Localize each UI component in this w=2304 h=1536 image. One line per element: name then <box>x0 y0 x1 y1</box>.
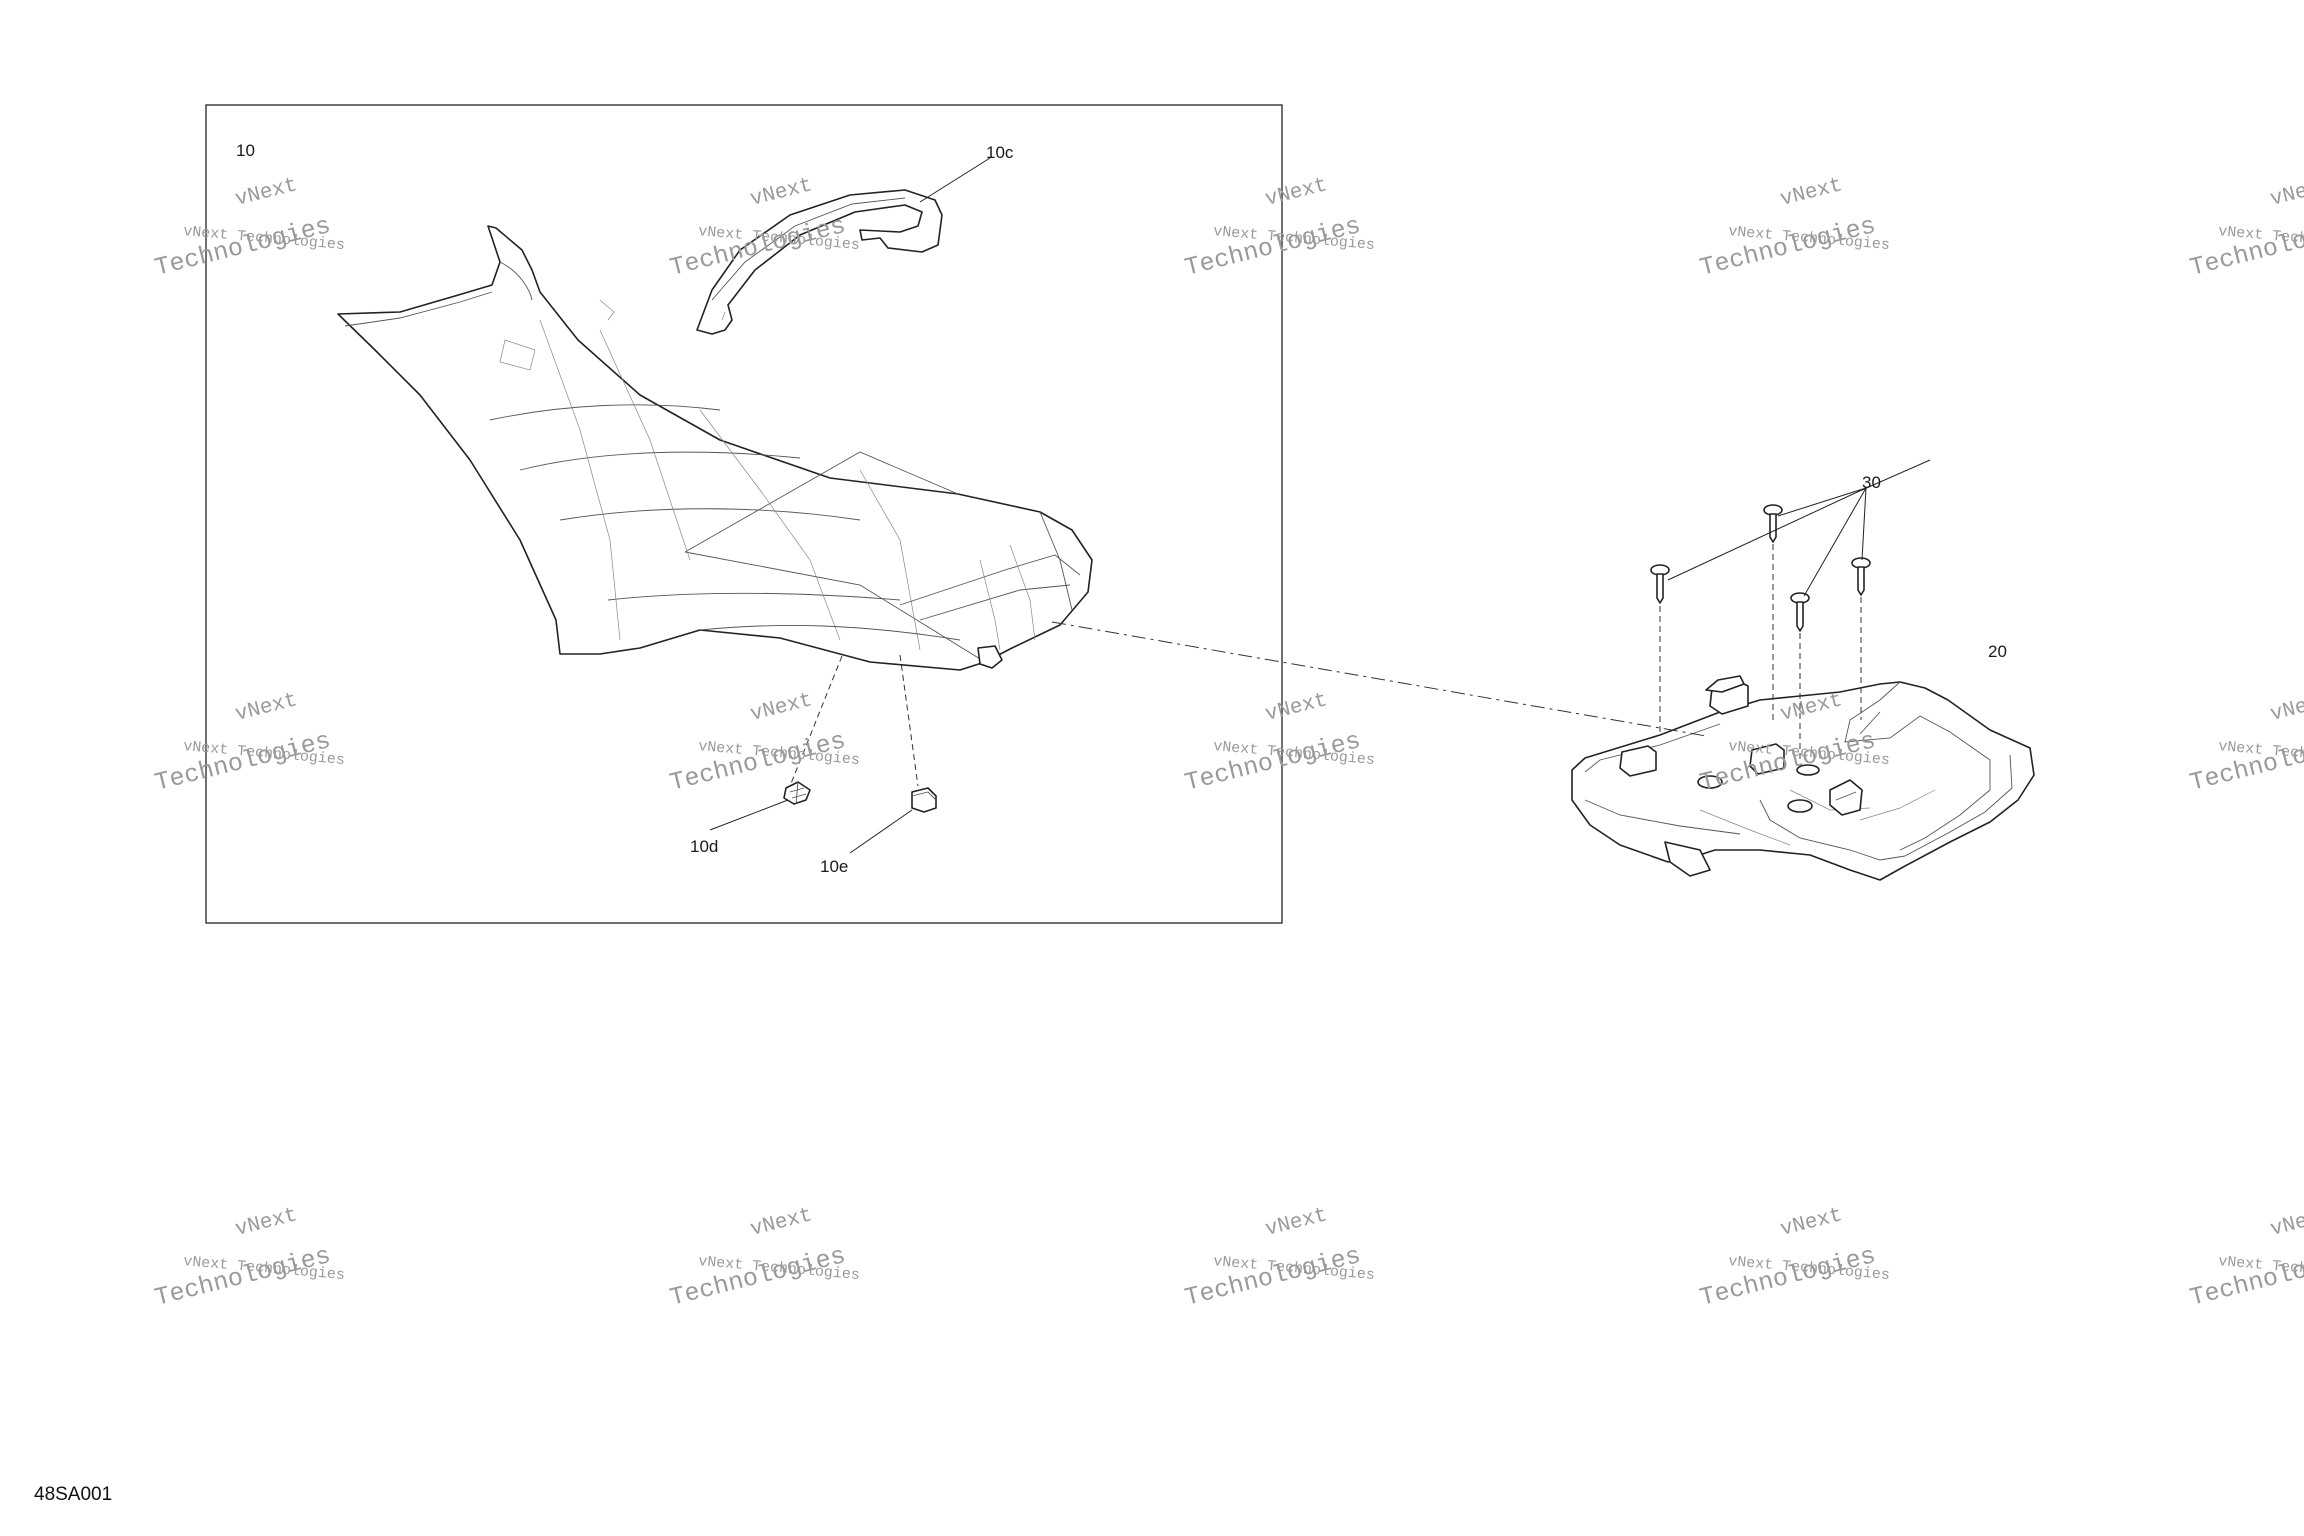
assembly-lines <box>789 544 1862 787</box>
kit-frame-box <box>205 104 1283 924</box>
kit-label-10: 10 <box>236 141 255 160</box>
screw-part-30-b <box>1763 504 1783 543</box>
screw-part-30-d <box>1851 557 1871 596</box>
callout-10e: 10e <box>820 857 848 876</box>
watermark-text: vNext <box>748 174 815 212</box>
watermark-text: vNext <box>748 1204 815 1242</box>
watermark-text: vNext <box>2268 689 2304 727</box>
callout-10d: 10d <box>690 837 718 856</box>
nut-part-10e <box>911 787 937 813</box>
watermark-text: Technologies <box>2187 1241 2304 1313</box>
sheet-code: 48SA001 <box>34 1484 112 1505</box>
seat-part <box>337 225 1093 671</box>
leader-lines <box>709 157 1931 854</box>
watermark-text: Technologies <box>2187 726 2304 798</box>
strap-part-10c <box>696 189 943 335</box>
watermark-text: vNext <box>1263 174 1330 212</box>
clip-part-10d <box>783 781 811 805</box>
callout-20: 20 <box>1988 642 2007 661</box>
watermark-text: vNext <box>748 689 815 727</box>
watermark-text: vNext <box>233 1204 300 1242</box>
screw-part-30-a <box>1650 564 1670 604</box>
watermark-text: Technologies <box>2187 211 2304 283</box>
watermark-text: vNext <box>2268 1204 2304 1242</box>
screw-part-30-c <box>1790 592 1810 632</box>
grab-handle-part-20 <box>1571 675 2035 881</box>
callout-10c: 10c <box>986 143 1014 162</box>
watermark-text: vNext <box>2268 174 2304 212</box>
watermark-text: vNext <box>1778 174 1845 212</box>
watermark-text: vNext <box>1263 1204 1330 1242</box>
watermark-text: vNext <box>233 689 300 727</box>
watermark-text: vNext <box>233 174 300 212</box>
watermark-text: vNext <box>1263 689 1330 727</box>
callout-30: 30 <box>1862 473 1881 492</box>
watermark-text: vNext <box>1778 1204 1845 1242</box>
